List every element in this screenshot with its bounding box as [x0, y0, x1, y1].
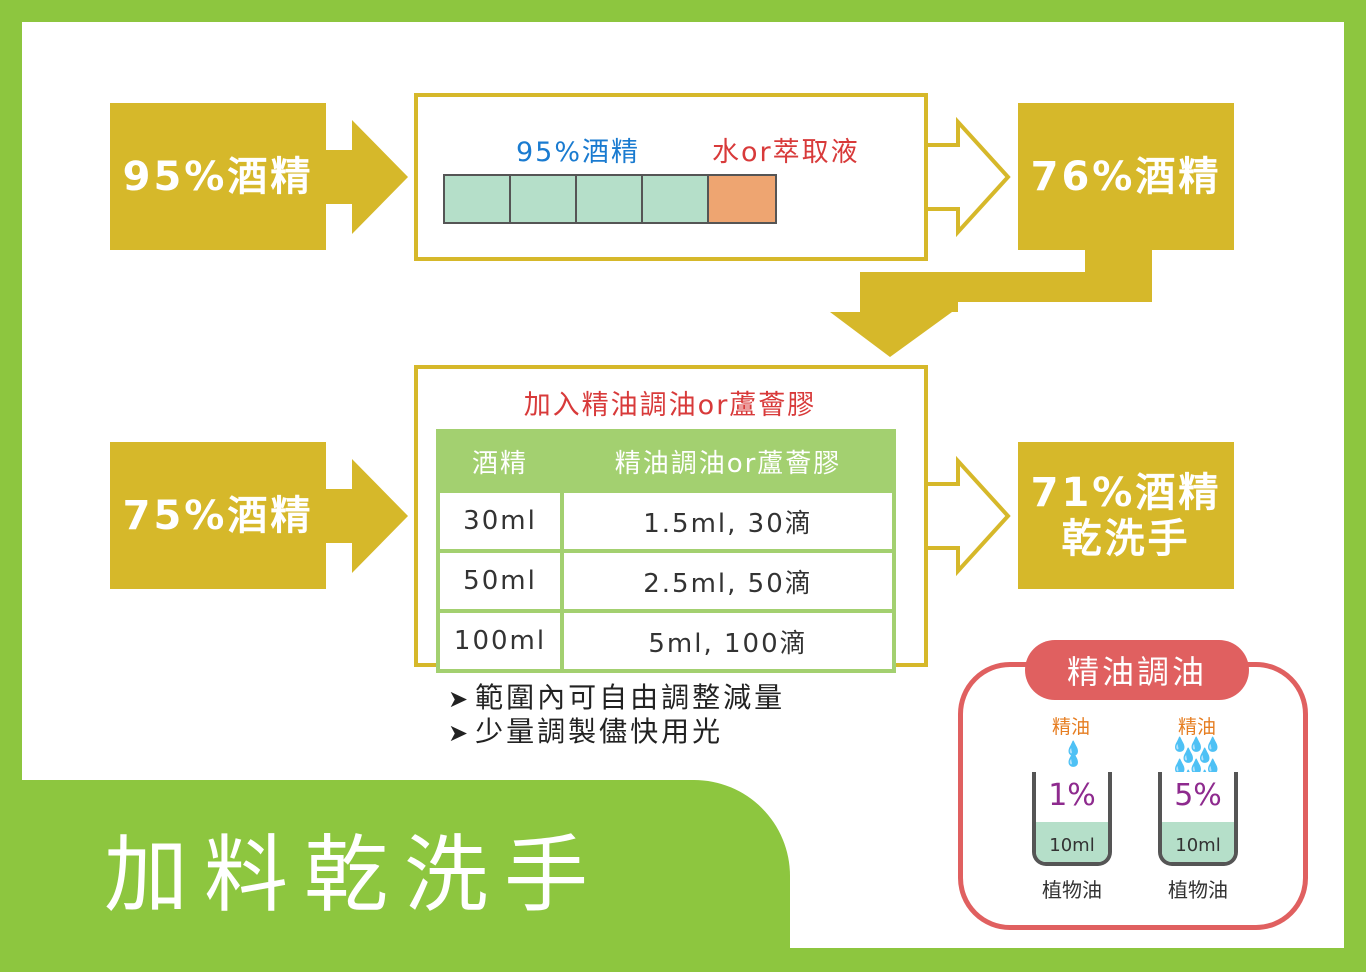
header-alcohol: 酒精	[436, 429, 564, 493]
output-76-alcohol-label: 76%酒精	[1030, 153, 1222, 200]
recipe-table: 酒精 精油調油or蘆薈膠 30ml 1.5ml, 30滴 50ml 2.5ml,…	[436, 429, 896, 673]
oil-label: 精油	[1052, 716, 1091, 738]
output-71-alcohol-label: 71%酒精	[1030, 469, 1222, 516]
additive-amount: 5ml, 100滴	[560, 609, 896, 673]
base-oil-label: 植物油	[1168, 878, 1228, 902]
input-75-alcohol-label: 75%酒精	[122, 492, 314, 539]
alcohol-segment	[643, 176, 709, 222]
arrow-right-outline-icon	[926, 455, 1011, 577]
oil-drops-icon: 💧💧	[1064, 741, 1082, 768]
water-part-label: 水or萃取液	[712, 137, 860, 168]
alcohol-volume: 50ml	[436, 549, 564, 613]
table-header-row: 酒精 精油調油or蘆薈膠	[436, 429, 896, 493]
percent-label: 5%	[1174, 778, 1222, 813]
alcohol-segment	[511, 176, 577, 222]
input-75-alcohol-box: 75%酒精	[110, 442, 326, 589]
table-row: 50ml 2.5ml, 50滴	[436, 549, 896, 613]
alcohol-segment	[577, 176, 643, 222]
additive-amount: 2.5ml, 50滴	[560, 549, 896, 613]
arrow-down-icon	[830, 250, 1152, 357]
arrow-right-icon	[326, 459, 408, 573]
table-row: 30ml 1.5ml, 30滴	[436, 489, 896, 553]
table-row: 100ml 5ml, 100滴	[436, 609, 896, 673]
volume-label: 10ml	[1175, 835, 1221, 856]
input-95-alcohol-box: 95%酒精	[110, 103, 326, 250]
title-tab	[0, 780, 790, 972]
header-additive: 精油調油or蘆薈膠	[560, 429, 896, 493]
volume-label: 10ml	[1049, 835, 1095, 856]
output-sanitizer-label: 乾洗手	[1061, 515, 1191, 562]
beaker-1-percent: 1% 10ml	[1032, 772, 1112, 866]
oil-blend-title: 精油調油	[1025, 640, 1249, 700]
output-71-sanitizer-box: 71%酒精 乾洗手	[1018, 442, 1234, 589]
oil-blend-panel	[958, 662, 1308, 930]
page-title: 加料乾洗手	[104, 826, 605, 924]
note-text: 少量調製儘快用光	[475, 715, 724, 748]
mix-ratio-bar	[443, 174, 777, 224]
percent-label: 1%	[1048, 778, 1096, 813]
oil-liquid	[1036, 822, 1108, 862]
note-item: ➤少量調製儘快用光	[448, 710, 723, 750]
recipe-title: 加入精油調油or蘆薈膠	[523, 390, 817, 421]
water-segment	[709, 176, 775, 222]
oil-liquid	[1162, 822, 1234, 862]
note-text: 範圍內可自由調整減量	[475, 681, 786, 714]
additive-amount: 1.5ml, 30滴	[560, 489, 896, 553]
alcohol-volume: 100ml	[436, 609, 564, 673]
note-item: ➤範圍內可自由調整減量	[448, 676, 785, 716]
alcohol-segment	[445, 176, 511, 222]
base-oil-label: 植物油	[1042, 878, 1102, 902]
arrow-right-icon	[326, 120, 408, 234]
output-76-alcohol-box: 76%酒精	[1018, 103, 1234, 250]
pointer-arrow-icon: ➤	[448, 685, 472, 713]
alcohol-volume: 30ml	[436, 489, 564, 553]
beaker-5-percent: 5% 10ml	[1158, 772, 1238, 866]
pointer-arrow-icon: ➤	[448, 719, 472, 747]
alcohol-part-label: 95%酒精	[516, 137, 641, 168]
oil-label: 精油	[1178, 716, 1217, 738]
arrow-right-outline-icon	[926, 116, 1011, 238]
input-95-alcohol-label: 95%酒精	[122, 153, 314, 200]
